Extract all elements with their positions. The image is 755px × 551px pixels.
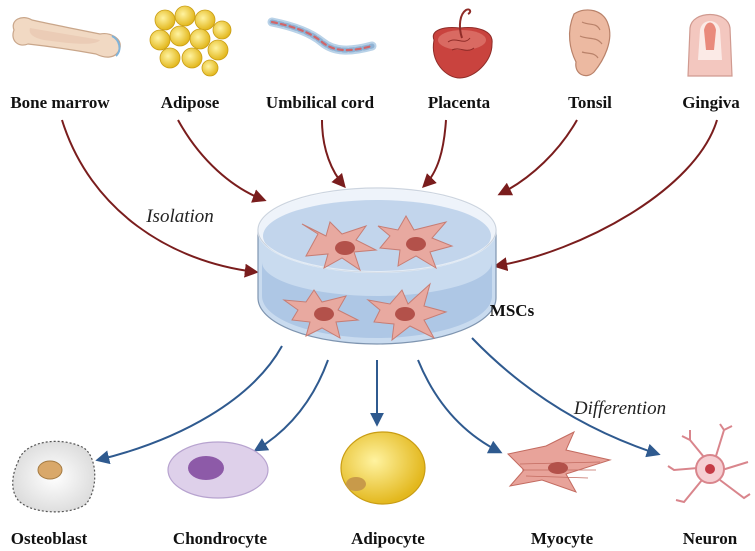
msc-cell-4: [366, 282, 448, 342]
target-label-neuron: Neuron: [683, 529, 738, 548]
arrow-placenta: [422, 119, 447, 188]
gingiva-icon: [687, 14, 733, 77]
arrow-bone-marrow: [61, 119, 259, 278]
bone-marrow-icon: [12, 17, 121, 58]
msc-cell-3: [282, 289, 360, 339]
target-label-osteoblast: Osteoblast: [11, 529, 88, 548]
arrow-gingiva: [493, 119, 718, 272]
source-label-adipose: Adipose: [161, 93, 220, 112]
source-label-gingiva: Gingiva: [682, 93, 740, 112]
arrow-umbilical-cord: [321, 119, 346, 189]
differentiation-label: Differention: [573, 398, 666, 419]
target-label-chondrocyte: Chondrocyte: [173, 529, 268, 548]
chondrocyte-icon: [167, 441, 269, 499]
center-label-mscs: MSCs: [490, 301, 535, 320]
arrow-osteoblast: [95, 345, 283, 465]
umbilical-cord-icon: [267, 17, 377, 55]
placenta-icon: [432, 8, 493, 79]
source-label-tonsil: Tonsil: [568, 93, 612, 112]
source-label-umbilical-cord: Umbilical cord: [266, 93, 375, 112]
target-label-myocyte: Myocyte: [531, 529, 594, 548]
adipose-tissue-icon: [149, 5, 232, 77]
arrow-chondrocyte: [253, 359, 329, 452]
arrow-adipose: [177, 119, 267, 203]
osteoblast-icon: [12, 440, 96, 513]
tonsil-icon: [568, 9, 611, 77]
arrow-tonsil: [497, 119, 578, 196]
myocyte-icon: [506, 430, 612, 493]
msc-cell-2: [377, 214, 454, 270]
neuron-icon: [667, 423, 751, 504]
adipocyte-icon: [340, 431, 426, 505]
arrow-neuron: [471, 337, 661, 458]
msc-cell-1: [301, 221, 378, 272]
isolation-label: Isolation: [145, 206, 214, 227]
isolation-arrows: [61, 119, 718, 278]
arrow-myocyte: [417, 359, 503, 454]
source-label-placenta: Placenta: [428, 93, 491, 112]
target-label-adipocyte: Adipocyte: [351, 529, 425, 548]
source-label-bone-marrow: Bone marrow: [10, 93, 110, 112]
differentiation-arrows: [95, 337, 661, 465]
